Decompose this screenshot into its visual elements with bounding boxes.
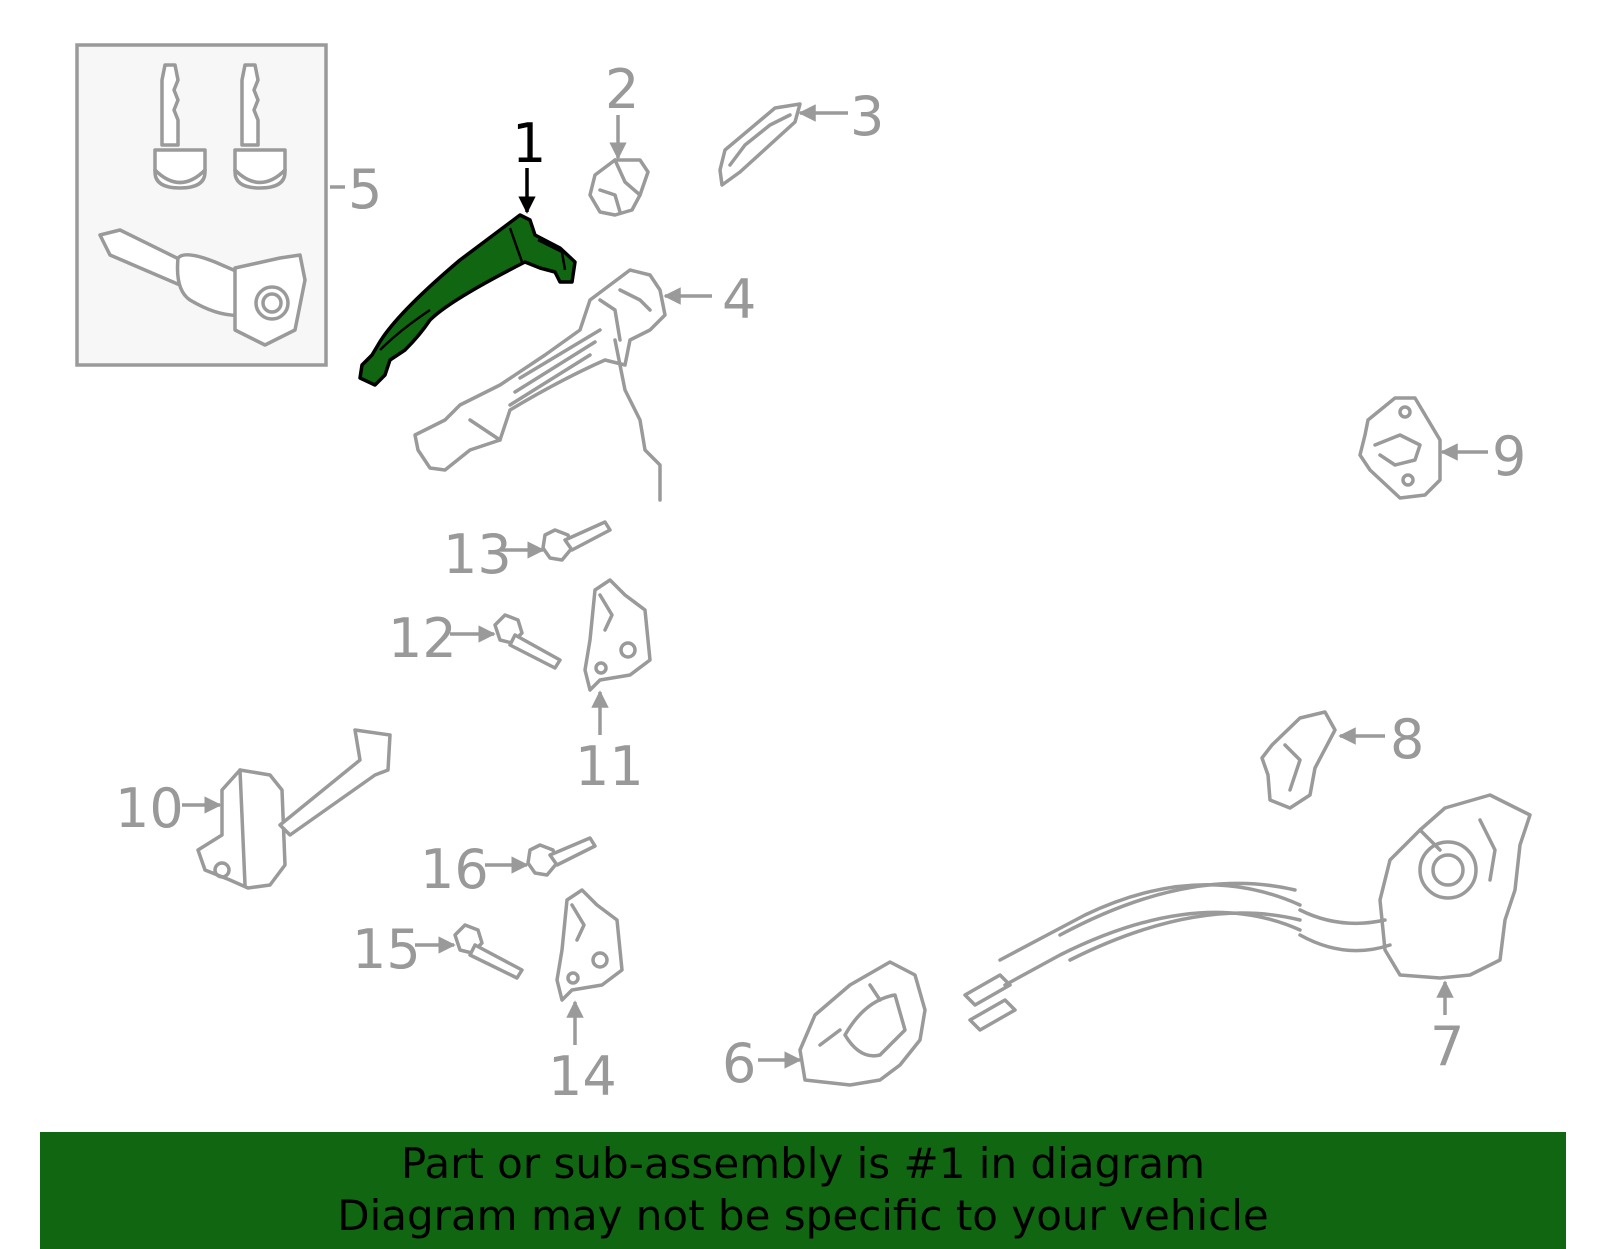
- part-6-latch-cover[interactable]: 6: [722, 960, 927, 1095]
- part-3-gasket[interactable]: 3: [718, 85, 884, 187]
- part-4-handle-frame[interactable]: 4: [413, 268, 756, 502]
- callout-3: 3: [850, 85, 884, 148]
- part-11-hinge-bracket[interactable]: 11: [575, 578, 652, 798]
- callout-12: 12: [388, 607, 457, 670]
- callout-13: 13: [443, 523, 512, 586]
- info-banner: Part or sub-assembly is #1 in diagram Di…: [40, 1132, 1566, 1249]
- part-10-door-check[interactable]: 10: [115, 728, 392, 890]
- callout-10: 10: [115, 777, 184, 840]
- callout-8: 8: [1390, 708, 1424, 771]
- part-1-outside-handle[interactable]: 1: [358, 112, 577, 387]
- callout-1: 1: [512, 112, 546, 175]
- banner-line-2: Diagram may not be specific to your vehi…: [337, 1191, 1269, 1240]
- callout-9: 9: [1492, 425, 1526, 488]
- callout-4: 4: [722, 268, 756, 331]
- callout-7: 7: [1430, 1015, 1464, 1078]
- callout-6: 6: [722, 1032, 756, 1095]
- part-9-striker[interactable]: 9: [1358, 396, 1526, 500]
- part-7-door-latch[interactable]: 7: [963, 793, 1532, 1078]
- callout-11: 11: [575, 735, 644, 798]
- part-14-hinge-bracket[interactable]: 14: [548, 888, 624, 1108]
- part-5-lock-cylinder-kit[interactable]: 5: [75, 43, 382, 367]
- parts-diagram: 5 1 2 3 4: [75, 43, 1532, 1108]
- part-2-handle-cap[interactable]: 2: [588, 58, 650, 217]
- part-13-bolt[interactable]: 13: [443, 520, 612, 586]
- callout-14: 14: [548, 1045, 617, 1108]
- callout-5: 5: [348, 158, 382, 221]
- part-15-bolt[interactable]: 15: [352, 918, 524, 981]
- part-12-bolt[interactable]: 12: [388, 607, 562, 670]
- callout-15: 15: [352, 918, 421, 981]
- part-8-clip[interactable]: 8: [1260, 708, 1424, 810]
- part-16-bolt[interactable]: 16: [420, 836, 597, 901]
- callout-2: 2: [605, 58, 639, 121]
- banner-line-1: Part or sub-assembly is #1 in diagram: [400, 1139, 1206, 1188]
- callout-16: 16: [420, 838, 489, 901]
